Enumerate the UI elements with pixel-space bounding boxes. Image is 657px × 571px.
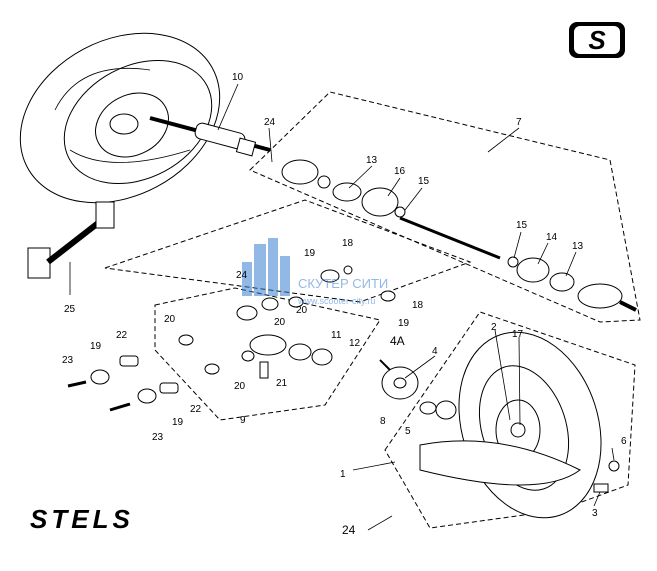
label-1: 1: [340, 469, 346, 480]
label-4a: 4A: [390, 334, 405, 348]
label-22b: 22: [190, 404, 202, 415]
label-23a: 23: [62, 355, 74, 366]
label-19d: 19: [172, 417, 184, 428]
label-7: 7: [516, 117, 522, 128]
label-20a: 20: [164, 314, 176, 325]
label-19c: 19: [90, 341, 102, 352]
label-21: 21: [276, 378, 288, 389]
part-labels: 10 24 7 13 16 15 15 14 13 25 19 18 24 18…: [62, 72, 627, 537]
tie-rod-25: [27, 201, 115, 279]
label-20b: 20: [274, 317, 286, 328]
label-5: 5: [405, 426, 411, 437]
label-24b: 24: [236, 270, 248, 281]
leader-lines: [69, 83, 615, 531]
label-13: 13: [366, 155, 378, 166]
bolts-bushings: [67, 355, 179, 412]
drive-shaft-assembly-10: [149, 116, 271, 157]
steering-knuckle: [178, 265, 396, 379]
label-3: 3: [592, 508, 598, 519]
inner-shaft-parts: [281, 159, 637, 312]
label-18b: 18: [412, 300, 424, 311]
group-box-1: [384, 311, 636, 529]
lower-wheel: [419, 331, 620, 519]
upper-wheel-tire: [19, 32, 221, 204]
label-4: 4: [432, 346, 438, 357]
label-15: 15: [418, 176, 430, 187]
label-22a: 22: [116, 330, 128, 341]
label-23b: 23: [152, 432, 164, 443]
brand-logo-letter: S: [588, 25, 606, 55]
label-16: 16: [394, 166, 406, 177]
label-13b: 13: [572, 241, 584, 252]
label-17: 17: [512, 329, 524, 340]
label-19b: 19: [398, 318, 410, 329]
group-box-upper: [104, 199, 472, 303]
brand-wordmark: STELS: [30, 504, 134, 534]
label-12: 12: [349, 338, 361, 349]
label-15b: 15: [516, 220, 528, 231]
watermark: СКУТЕР СИТИ www.scooter-city.ru: [242, 238, 388, 306]
wheel-hub-4: [379, 359, 457, 420]
brand-logo: S: [569, 22, 625, 58]
label-19a: 19: [304, 248, 316, 259]
label-25: 25: [64, 304, 76, 315]
label-8: 8: [380, 416, 386, 427]
label-24: 24: [264, 117, 276, 128]
label-14: 14: [546, 232, 558, 243]
label-20d: 20: [234, 381, 246, 392]
label-6: 6: [621, 436, 627, 447]
watermark-url: www.scooter-city.ru: [297, 296, 375, 306]
label-11: 11: [331, 330, 342, 341]
label-18a: 18: [342, 238, 354, 249]
group-box-7: [249, 91, 641, 323]
label-9: 9: [240, 415, 246, 426]
group-box-9: [154, 287, 381, 421]
label-24c: 24: [342, 523, 356, 537]
label-10: 10: [232, 72, 244, 83]
label-20c: 20: [296, 305, 308, 316]
label-2: 2: [491, 322, 497, 333]
watermark-title: СКУТЕР СИТИ: [298, 276, 388, 291]
